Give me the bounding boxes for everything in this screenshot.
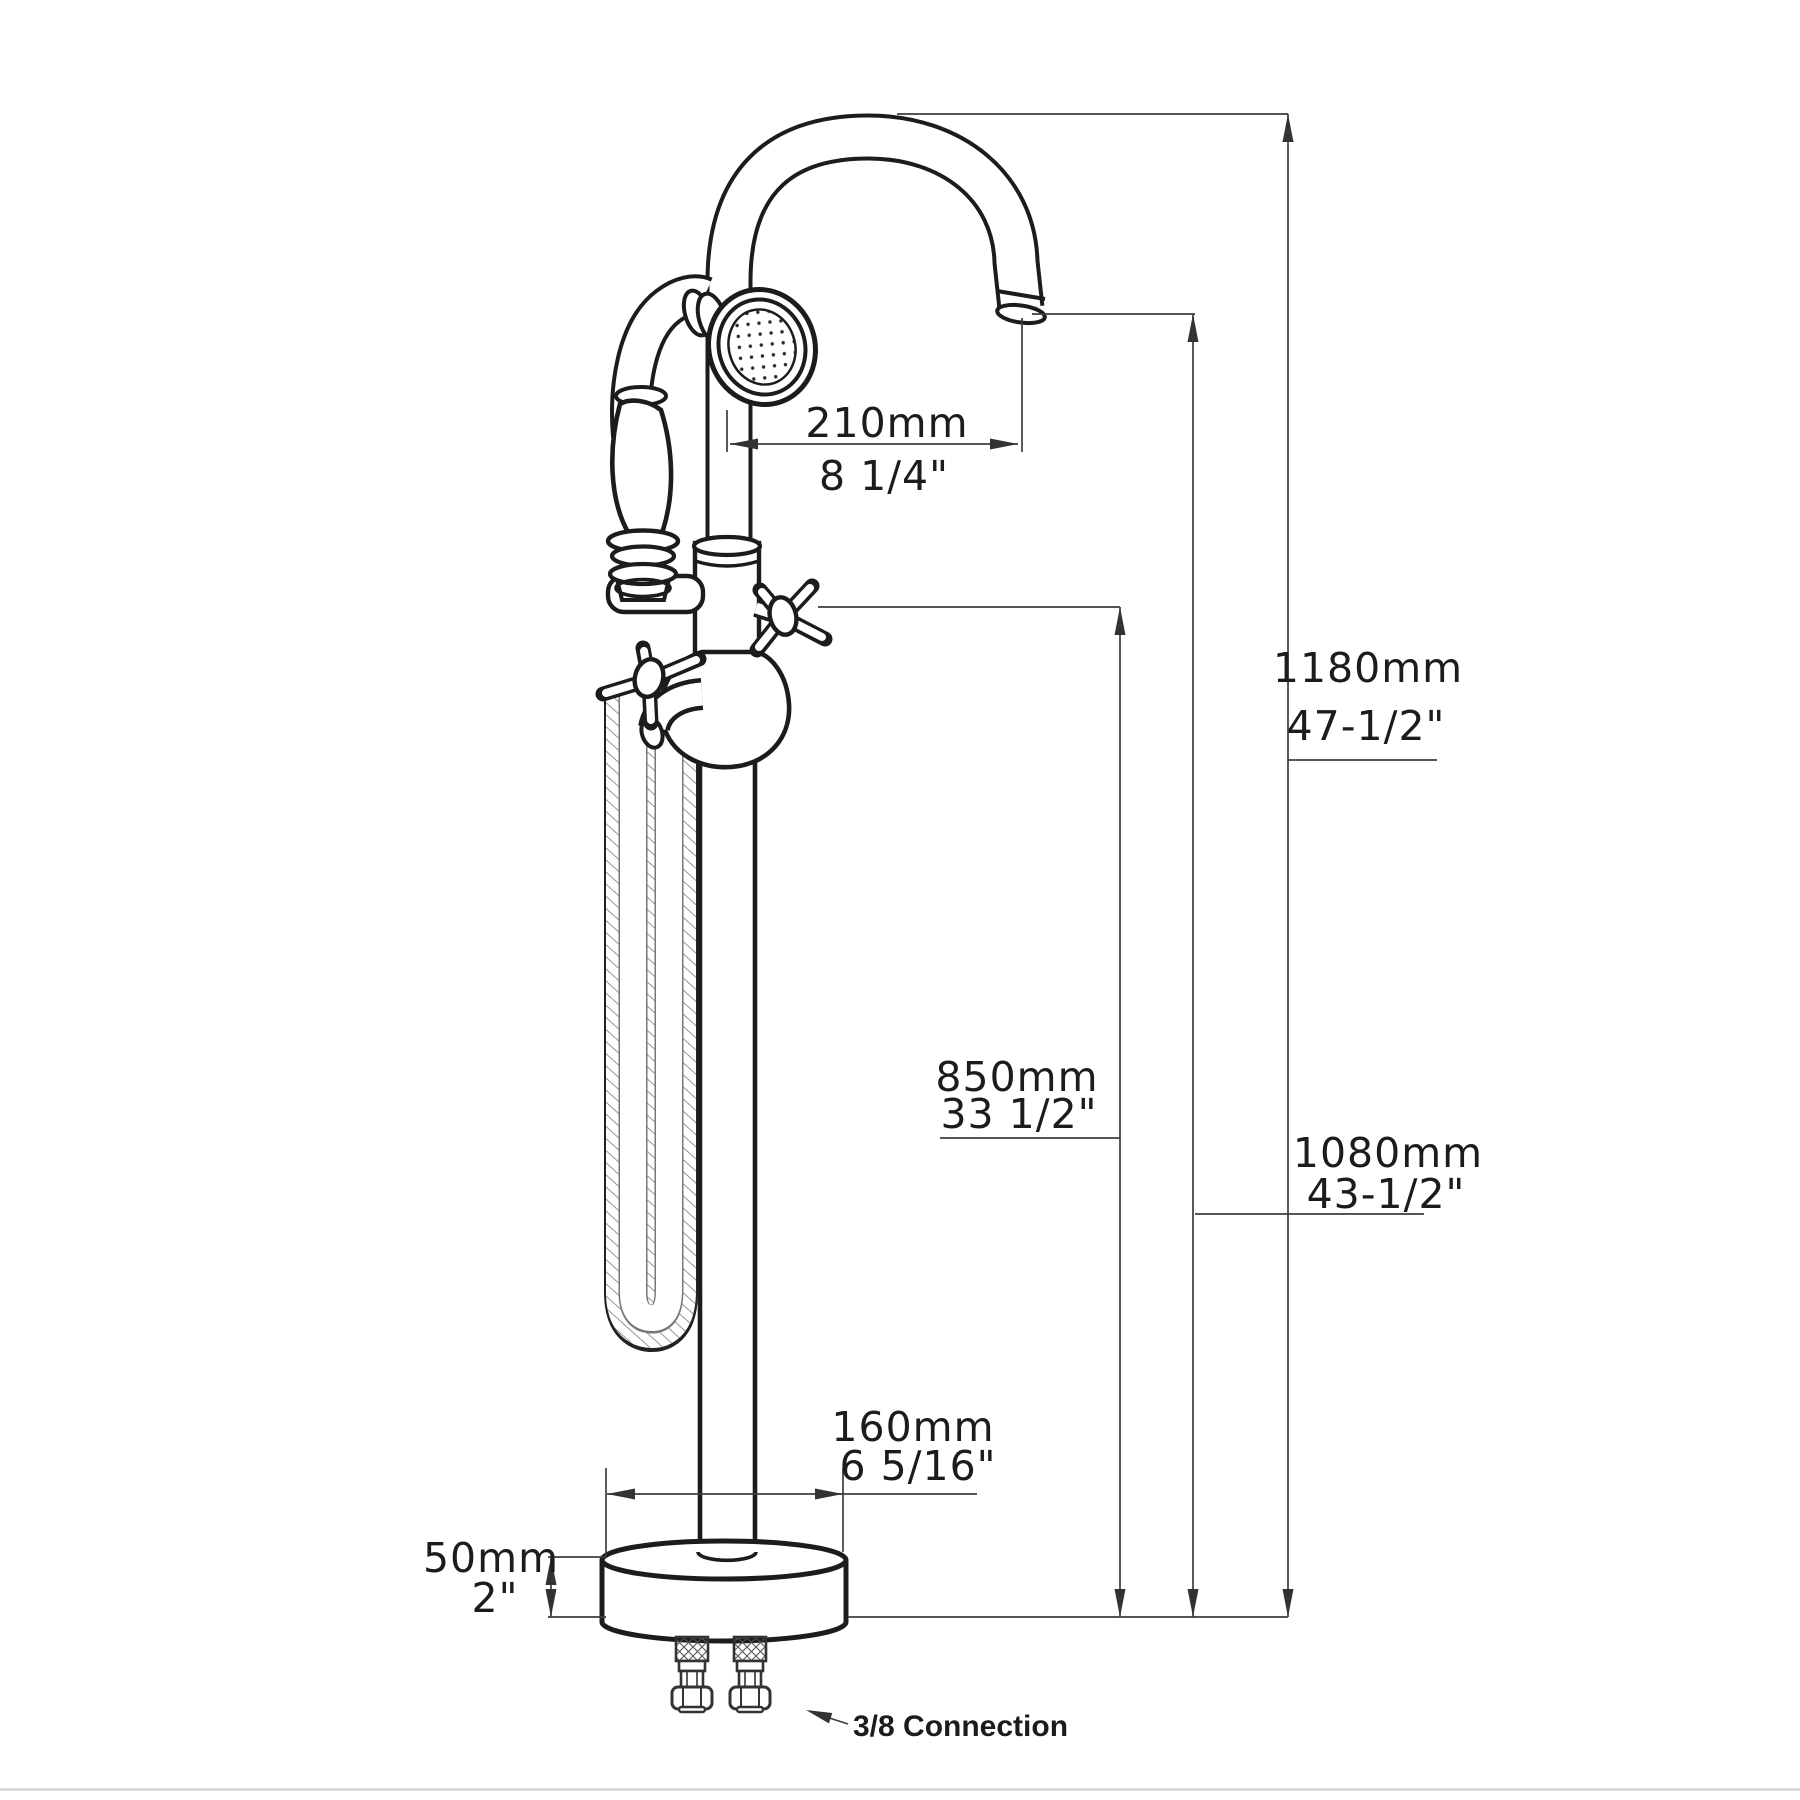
hand-shower-hose	[604, 694, 698, 1352]
dimension-lines	[548, 113, 1437, 1725]
label-handle-height-inch: 33 1/2"	[940, 1090, 1097, 1138]
label-base-diameter-inch: 6 5/16"	[839, 1442, 996, 1490]
label-connection-note: 3/8 Connection	[853, 1710, 1068, 1743]
hand-shower-head	[706, 286, 818, 408]
label-total-height-mm: 1180mm	[1273, 644, 1463, 692]
right-cross-handle	[749, 578, 833, 658]
label-handle-height-mm: 850mm	[935, 1053, 1098, 1101]
label-base-diameter-mm: 160mm	[831, 1403, 994, 1451]
bottom-page-rule	[0, 1788, 1800, 1791]
label-spout-reach-inch: 8 1/4"	[819, 452, 949, 500]
label-spout-height-mm: 1080mm	[1293, 1129, 1483, 1177]
label-spout-height-inch: 43-1/2"	[1307, 1170, 1466, 1218]
gooseneck-spout	[705, 113, 1047, 585]
hand-shower-grip	[610, 398, 674, 541]
pipe-base-junction	[696, 1551, 758, 1563]
dimension-arrowheads	[545, 114, 1294, 1724]
hex-nut	[728, 1685, 772, 1711]
dimension-labels: 210mm 8 1/4" 1180mm 47-1/2" 850mm 33 1/2…	[423, 399, 1483, 1743]
hand-shower	[605, 274, 818, 568]
standpipe-column	[697, 650, 758, 1552]
spout-aerator-band	[996, 289, 1046, 301]
left-cross-handle	[595, 640, 707, 731]
floor-base	[599, 1538, 849, 1644]
label-base-thickness-inch: 2"	[472, 1574, 519, 1622]
label-base-thickness-mm: 50mm	[423, 1534, 559, 1582]
spout-outlet	[995, 302, 1047, 326]
label-spout-reach-mm: 210mm	[805, 399, 968, 447]
shower-holder	[605, 561, 706, 615]
label-total-height-inch: 47-1/2"	[1287, 702, 1446, 750]
spray-face	[727, 308, 797, 386]
supply-hose-left	[670, 1635, 714, 1714]
hex-nut	[670, 1685, 714, 1711]
supply-hose-right	[728, 1635, 772, 1714]
